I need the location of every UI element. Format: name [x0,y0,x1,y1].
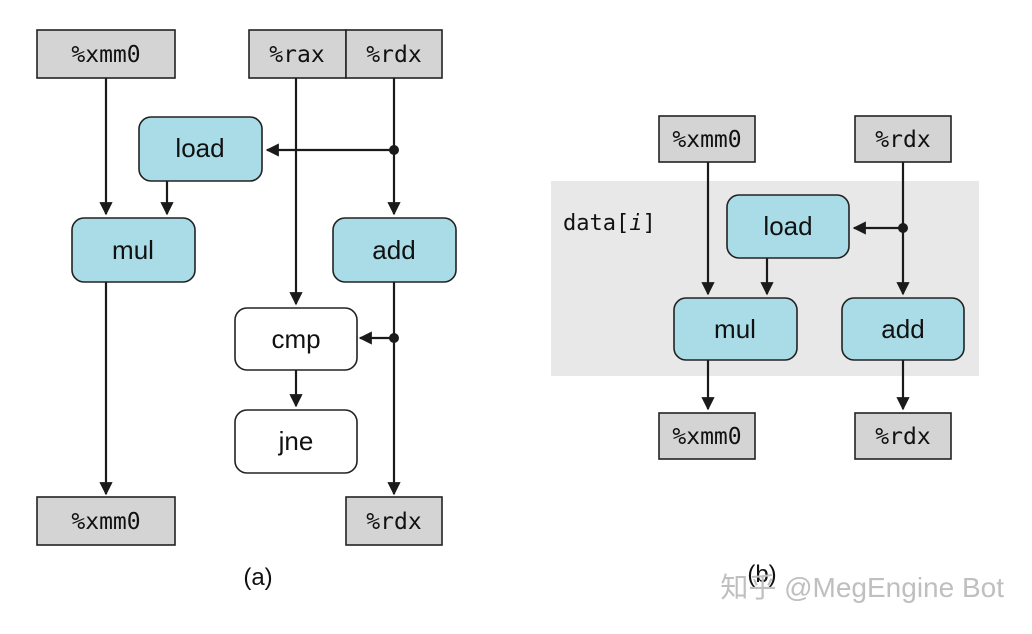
register-xmm0-in: %xmm0 [658,115,756,163]
register-label: %xmm0 [672,424,741,450]
op-label: cmp [271,324,320,354]
register-label: %rax [269,42,324,68]
register-label: %rdx [875,424,930,450]
register-rax-in: %rax [248,29,347,79]
op-add: add [841,297,965,361]
register-rdx-out: %rdx [345,496,443,546]
loop-label-var: i [629,211,642,236]
junction-dot [389,333,399,343]
junction-dot [898,223,908,233]
panel-a-edges [99,78,401,496]
register-label: %rdx [366,509,421,535]
register-xmm0-in: %xmm0 [36,29,176,79]
register-label: %xmm0 [672,127,741,153]
op-cmp: cmp [234,307,358,371]
op-add: add [332,217,457,283]
op-label: load [763,211,812,241]
register-label: %xmm0 [71,42,140,68]
op-label: load [175,133,224,163]
panel-b: data[i] %xmm0 %rdx %xmm0 %rdx [551,115,979,588]
op-load: load [138,116,263,182]
op-mul: mul [71,217,196,283]
register-label: %rdx [366,42,421,68]
op-label: add [881,314,924,344]
op-label: add [372,235,415,265]
op-mul: mul [673,297,798,361]
op-label: jne [278,426,314,456]
register-rdx-in: %rdx [854,115,952,163]
loop-label-prefix: data[ [563,211,629,236]
register-label: %xmm0 [71,509,140,535]
loop-label: data[i] [563,211,656,236]
register-rdx-in: %rdx [345,29,443,79]
op-jne: jne [234,409,358,474]
register-label: %rdx [875,127,930,153]
op-label: mul [714,314,756,344]
op-label: mul [112,235,154,265]
caption-b: (b) [747,561,776,588]
register-xmm0-out: %xmm0 [658,412,756,460]
panel-b-edges [701,162,910,411]
panel-a: %xmm0 %rax %rdx %xmm0 %rdx load mul [36,29,457,591]
op-load: load [726,194,850,259]
junction-dot [389,145,399,155]
caption-a: (a) [243,564,272,591]
watermark: 知乎 @MegEngine Bot [720,572,1004,603]
register-rdx-out: %rdx [854,412,952,460]
loop-label-suffix: ] [642,211,655,236]
register-xmm0-out: %xmm0 [36,496,176,546]
